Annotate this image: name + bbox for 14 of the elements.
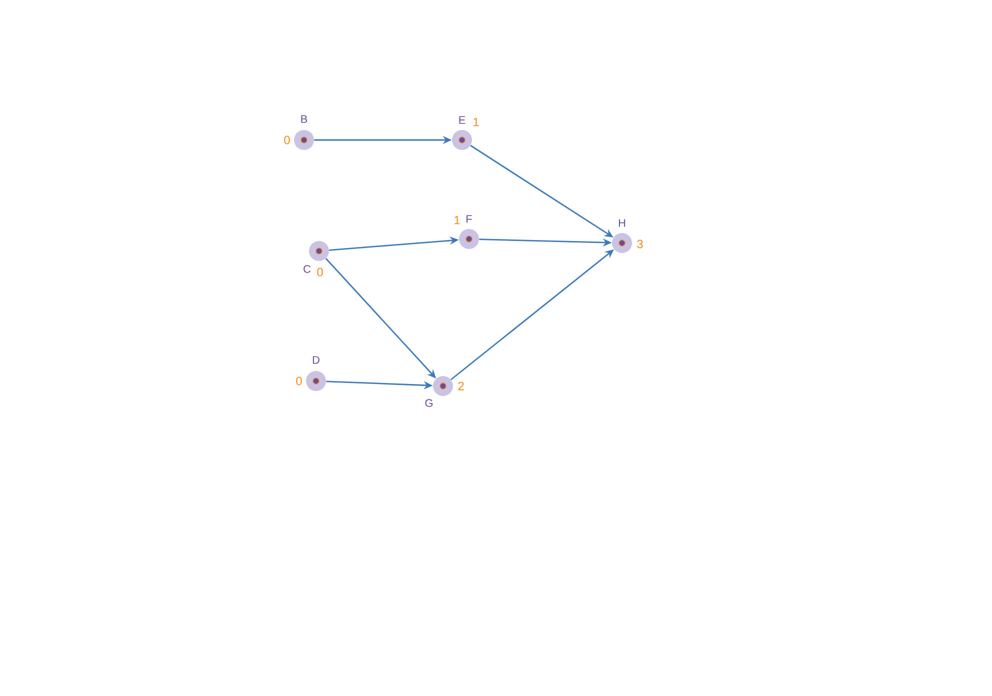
vertex-value: 1 <box>474 118 479 126</box>
vertex-label: E <box>459 116 466 124</box>
vertex-label: D <box>312 356 320 364</box>
vertex-value: 0 <box>284 136 290 144</box>
vertex-label: C <box>304 265 311 273</box>
vertex-value: 0 <box>296 376 302 386</box>
vertex-value: 1 <box>454 216 460 224</box>
vertex-label: G <box>425 399 432 407</box>
vertex-label: F <box>466 215 472 223</box>
vertex-label: H <box>618 219 626 227</box>
vertex-value: 0 <box>317 268 323 276</box>
vertex-value: 3 <box>637 240 643 248</box>
vertex-value: 2 <box>458 382 464 390</box>
vertex-label: B <box>301 115 308 123</box>
